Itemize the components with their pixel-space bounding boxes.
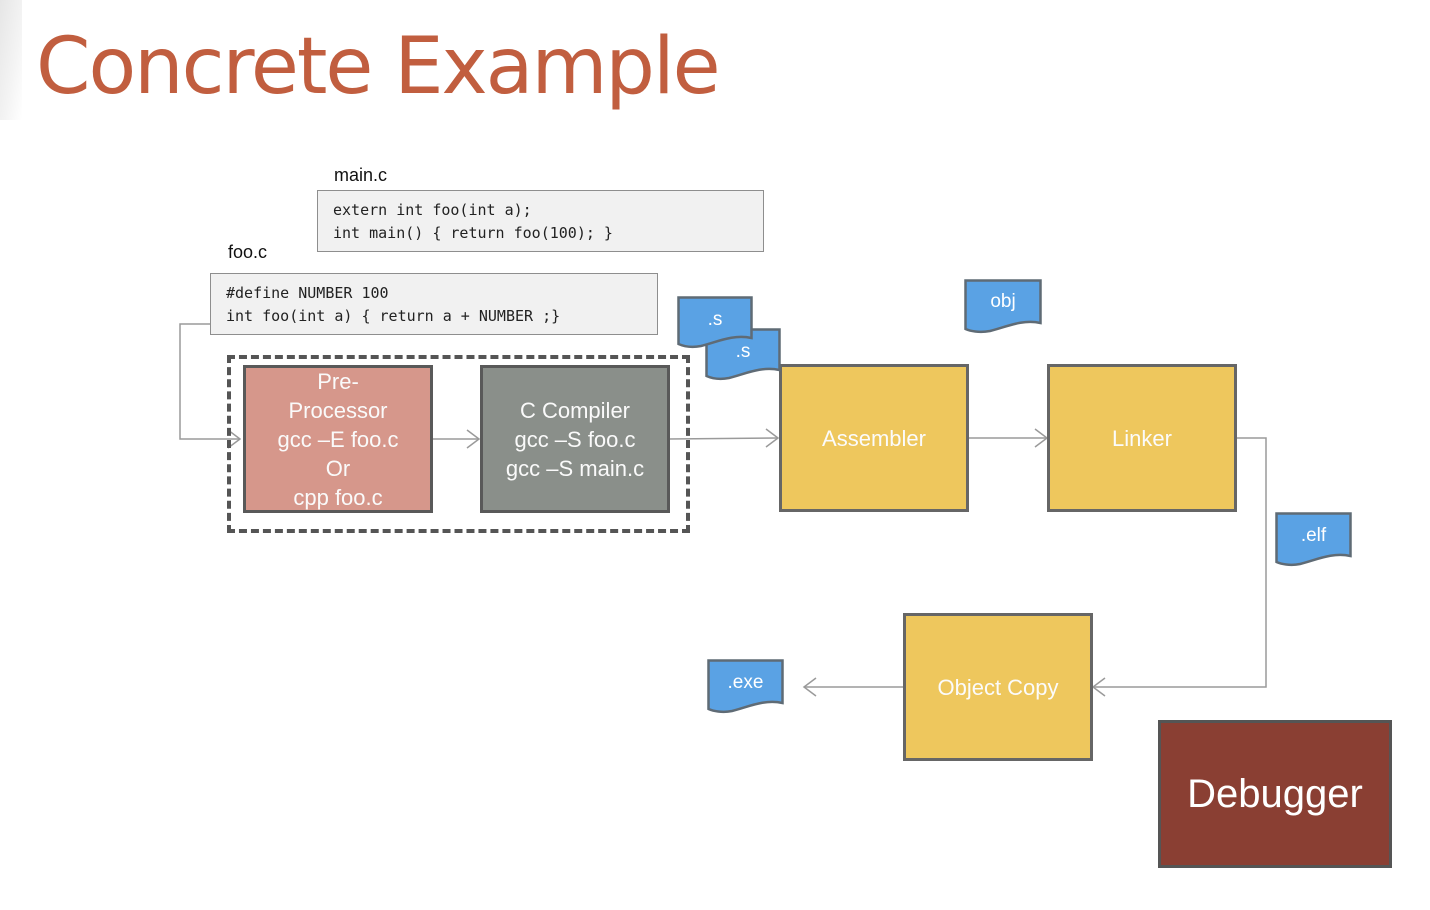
compile-stage-group [227, 355, 690, 533]
compiler-label-line: C Compiler [519, 397, 631, 423]
arrowhead-exe [802, 677, 817, 697]
document-icon [705, 328, 781, 381]
preprocessor-box: Pre- Processor gcc –E foo.c Or cpp foo.c [243, 365, 433, 513]
object-copy-box: Object Copy [903, 613, 1093, 761]
main-c-label: main.c [334, 165, 388, 185]
obj-file-artifact-label: obj [990, 291, 1016, 312]
preprocessor-label-line: Pre- [317, 368, 359, 394]
arrowhead-objcopy [1091, 677, 1106, 697]
linker-label: Linker [1112, 425, 1172, 451]
s-file-artifact-front: .s [677, 296, 753, 350]
s-file-artifact-label: .s [707, 309, 723, 330]
exe-file-artifact: .exe [707, 659, 784, 715]
debugger-label: Debugger [1187, 771, 1363, 816]
obj-file-artifact: obj [964, 279, 1042, 335]
foo-c-code-line: int foo(int a) { return a + NUMBER ;} [226, 307, 561, 325]
object-copy-label: Object Copy [937, 674, 1059, 700]
arrowhead-assembler [765, 428, 780, 448]
foo-c-code-box: #define NUMBER 100 int foo(int a) { retu… [210, 273, 658, 335]
preprocessor-label-line: Processor [288, 397, 388, 423]
arrowhead-compiler [466, 429, 481, 449]
main-c-code-box: extern int foo(int a); int main() { retu… [317, 190, 764, 252]
main-c-code-line: extern int foo(int a); [333, 201, 532, 219]
exe-file-artifact-label: .exe [727, 672, 764, 693]
arrowhead-preprocessor [227, 429, 242, 449]
compiler-label-line: gcc –S main.c [505, 455, 645, 481]
slide-title: Concrete Example [36, 22, 721, 112]
document-icon [1275, 512, 1352, 567]
s-file-artifact-label: .s [735, 341, 751, 362]
preprocessor-label-line: Or [325, 455, 351, 481]
document-icon [964, 279, 1042, 334]
slide-corner-shadow [0, 0, 22, 120]
document-icon [677, 296, 753, 349]
assembler-label: Assembler [822, 425, 926, 451]
main-c-code-line: int main() { return foo(100); } [333, 224, 613, 242]
compiler-label-line: gcc –S foo.c [514, 426, 636, 452]
elf-file-artifact-label: .elf [1300, 525, 1327, 546]
s-file-artifact-back: .s [705, 328, 781, 382]
foo-to-preprocessor-connector [179, 323, 240, 440]
document-icon [707, 659, 784, 714]
elf-file-artifact: .elf [1275, 512, 1352, 568]
foo-c-label: foo.c [228, 242, 268, 262]
preprocessor-label-line: cpp foo.c [293, 484, 383, 510]
linker-to-objcopy-connector [1093, 437, 1267, 688]
assembler-box: Assembler [779, 364, 969, 512]
preprocessor-label-line: gcc –E foo.c [277, 426, 399, 452]
foo-c-code-line: #define NUMBER 100 [226, 284, 389, 302]
debugger-box: Debugger [1158, 720, 1392, 868]
linker-box: Linker [1047, 364, 1237, 512]
c-compiler-box: C Compiler gcc –S foo.c gcc –S main.c [480, 365, 670, 513]
